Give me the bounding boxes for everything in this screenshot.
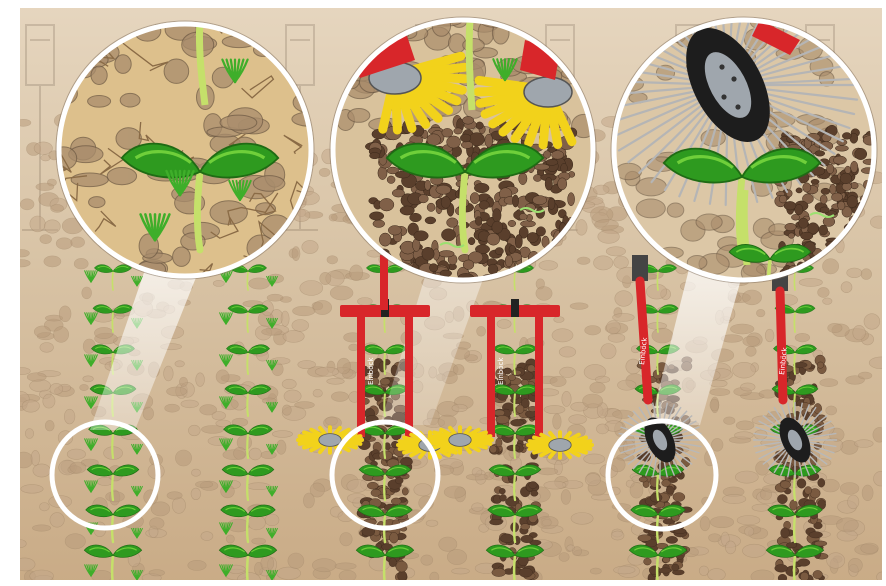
soil-crumb (801, 232, 813, 240)
soil-crumb (387, 176, 395, 184)
soil-crumb (485, 134, 493, 147)
soil-crumb (845, 166, 851, 174)
frame-shaft (380, 255, 388, 310)
soil-crumb (476, 122, 484, 129)
soil-crumb (388, 226, 401, 236)
soil-crumb (820, 207, 829, 213)
soil-crumb (429, 264, 438, 272)
soil-crumb (552, 151, 564, 160)
soil-crumb (441, 196, 450, 208)
soil-crumb (468, 237, 475, 244)
soil-crumb (487, 233, 500, 245)
soil-crumb (505, 255, 513, 267)
soil-crumb (830, 184, 836, 194)
soil-crumb (799, 218, 809, 228)
soil-crumb (842, 133, 851, 140)
soil-crumb (462, 116, 473, 124)
bolt (735, 104, 740, 109)
soil-crumb (392, 189, 404, 197)
soil-crumb (815, 151, 825, 157)
soil-crumb (492, 221, 503, 233)
soil-crumb (475, 217, 482, 226)
soil-crumb (488, 264, 498, 274)
soil-crumb (558, 178, 567, 190)
soil-crumb (461, 141, 473, 148)
soil-crumb (442, 128, 453, 137)
soil-crumb (419, 195, 429, 203)
soil-crumb (509, 245, 515, 253)
soil-crumb (422, 247, 434, 260)
soil-crumb (823, 217, 835, 227)
soil-crumb (414, 231, 429, 241)
soil-crumb (447, 136, 461, 148)
soil-crumb (820, 195, 827, 204)
bolt (731, 76, 736, 81)
soil-crumb (833, 156, 846, 164)
soil-crumb (803, 183, 811, 192)
soil-crumb (827, 164, 834, 174)
soil-crumb (838, 201, 845, 210)
soil-crumb (400, 206, 414, 215)
soil-crumb (545, 177, 552, 190)
soil-crumb (447, 218, 458, 228)
soil-crumb (519, 173, 527, 185)
bolt (719, 64, 724, 69)
soil-crumb (519, 213, 527, 220)
soil-crumb (425, 180, 431, 190)
soil-crumb (835, 145, 848, 151)
soil-crumb (527, 232, 538, 242)
magnifier-lenses (47, 0, 877, 300)
soil-crumb (543, 151, 550, 159)
soil-crumb (855, 148, 867, 159)
soil-crumb (832, 193, 843, 201)
soil-crumb (779, 195, 787, 203)
soil-crumb (533, 196, 547, 205)
soil-crumb (520, 221, 535, 227)
brand-label: Einböck (367, 357, 375, 385)
soil-crumb (425, 217, 436, 224)
soil-crumb (379, 233, 391, 246)
soil-crumb (847, 196, 858, 208)
soil-crumb (427, 203, 435, 211)
soil-crumb (379, 198, 394, 211)
soil-crumb (788, 233, 794, 238)
soil-crumb (508, 220, 516, 226)
soil-crumb (474, 183, 489, 193)
soil-crumb (493, 209, 502, 223)
soil-crumb (821, 188, 830, 194)
soil-crumb (373, 220, 385, 228)
soil-crumb (568, 193, 575, 206)
brand-label: Einböck (497, 357, 505, 385)
soil-crumb (784, 201, 796, 210)
soil-crumb (561, 163, 568, 173)
soil-crumb (546, 159, 558, 165)
soil-crumb (536, 208, 545, 219)
soil-crumb (819, 225, 828, 235)
soil-crumb (441, 229, 455, 241)
soil-crumb (840, 173, 852, 184)
soil-crumb (440, 270, 452, 277)
soil-crumb (460, 134, 471, 142)
soil-crumb (454, 128, 462, 134)
soil-crumb (369, 212, 383, 220)
soil-crumb (512, 195, 518, 207)
soil-crumb (791, 214, 799, 220)
bolt (721, 94, 726, 99)
soil-crumb (439, 251, 454, 258)
soil-crumb (515, 235, 522, 249)
soil-crumb (470, 193, 479, 204)
soil-crumb (851, 182, 859, 189)
soil-crumb (495, 248, 503, 255)
soil-crumb (370, 152, 380, 158)
soil-crumb (796, 188, 802, 193)
soil-crumb (436, 185, 451, 194)
soil-crumb (811, 179, 819, 184)
soil-crumb (548, 198, 555, 210)
soil-crumb (479, 201, 489, 210)
soil-crumb (463, 260, 474, 270)
soil-crumb (851, 161, 858, 172)
soil-crumb (785, 223, 796, 230)
